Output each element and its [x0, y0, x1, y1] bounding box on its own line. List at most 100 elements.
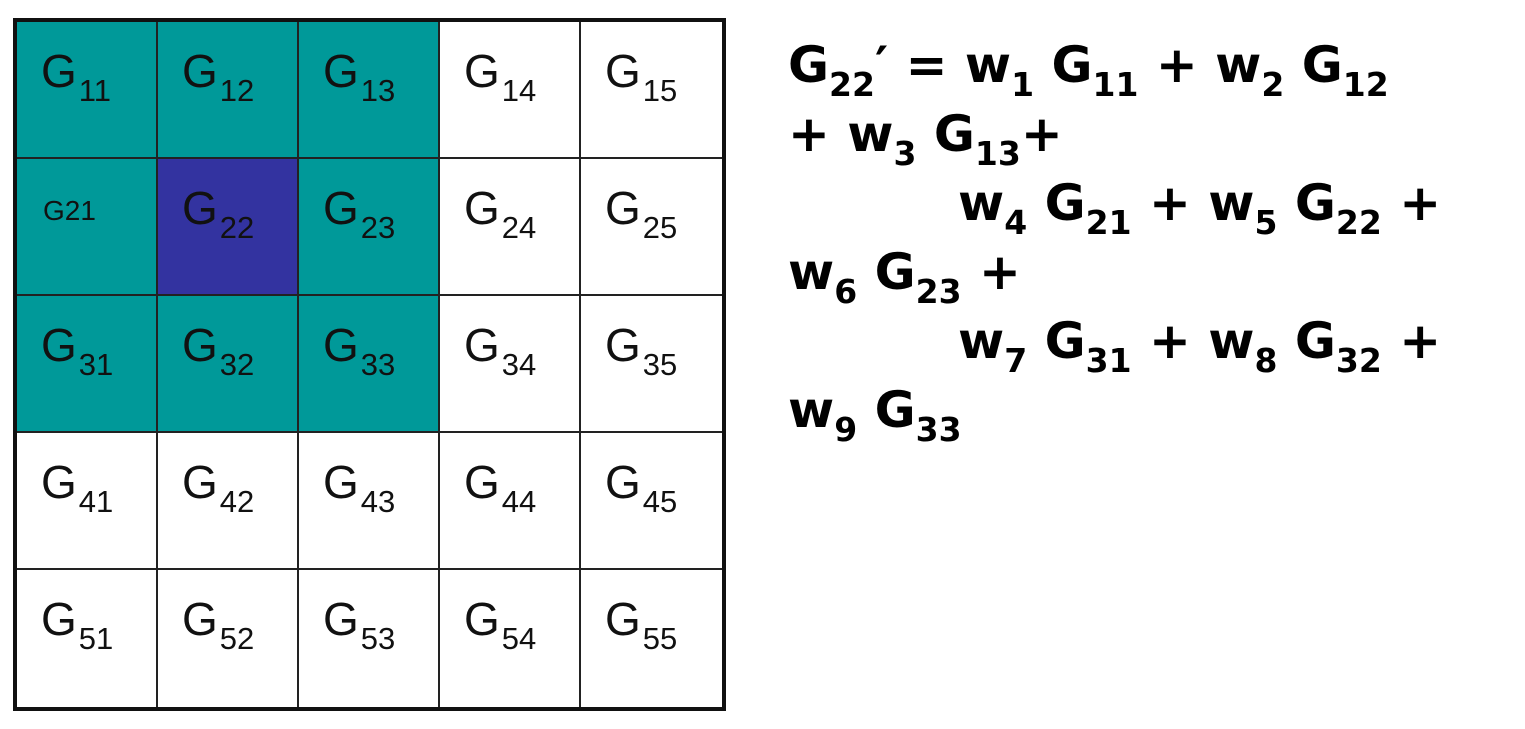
equation-subscript: 11	[1092, 65, 1139, 104]
cell-base: G	[605, 45, 641, 97]
cell-label: G42	[182, 459, 254, 517]
cell-base: G	[464, 182, 500, 234]
cell-label: G45	[605, 456, 677, 517]
cell-label: G33	[323, 319, 395, 380]
cell-subscript: 14	[501, 73, 537, 108]
cell-label: G54	[464, 593, 536, 654]
cell-base: G	[464, 319, 500, 371]
equation-text: G	[1277, 312, 1336, 370]
equation-text: G	[1027, 174, 1086, 232]
equation-subscript: 21	[1085, 203, 1132, 242]
grid-cell-r5c1: G51	[17, 570, 158, 707]
cell-label: G13	[323, 48, 395, 106]
cell-label: G22	[182, 185, 254, 243]
equation-line-5: w7 G31 + w8 G32 +	[958, 316, 1441, 377]
cell-subscript: 23	[360, 210, 396, 245]
grid-cell-r4c2: G42	[158, 433, 299, 570]
cell-base: G	[323, 319, 359, 371]
cell-subscript: 53	[360, 621, 396, 656]
equation-text: + w	[788, 105, 894, 163]
equation-subscript: 7	[1004, 341, 1028, 380]
equation-text: +	[1381, 174, 1442, 232]
equation-line-1: G22′ = w1 G11 + w2 G12	[788, 40, 1389, 101]
cell-label: G15	[605, 45, 677, 106]
grid-cell-r1c5: G15	[581, 22, 722, 159]
grid-cell-r3c2: G32	[158, 296, 299, 433]
cell-subscript: 43	[360, 484, 396, 519]
equation-line-2: + w3 G13+	[788, 109, 1063, 170]
grid-cell-r4c1: G41	[17, 433, 158, 570]
cell-subscript: 33	[360, 347, 396, 382]
equation-subscript: 31	[1085, 341, 1132, 380]
equation-text: w	[788, 381, 835, 439]
cell-label: G43	[323, 456, 395, 517]
cell-base: G	[605, 593, 641, 645]
cell-base: G	[464, 456, 500, 508]
grid-cell-r2c3: G23	[299, 159, 440, 296]
equation-subscript: 9	[834, 410, 858, 449]
grid-cell-r5c3: G53	[299, 570, 440, 707]
cell-subscript: 54	[501, 621, 537, 656]
equation-subscript: 13	[974, 134, 1021, 173]
cell-label: G34	[464, 319, 536, 380]
cell-label: G14	[464, 48, 536, 106]
cell-subscript: 52	[219, 621, 255, 656]
equation-line-3: w4 G21 + w5 G22 +	[958, 178, 1441, 239]
cell-label: G12	[182, 45, 254, 106]
grid-cell-r1c1: G11	[17, 22, 158, 159]
equation-subscript: 3	[893, 134, 917, 173]
equation-text: +	[961, 243, 1021, 301]
cell-label: G24	[464, 182, 536, 243]
cell-subscript: 22	[219, 210, 255, 245]
cell-label: G25	[605, 185, 677, 243]
grid-cell-r2c2: G22	[158, 159, 299, 296]
cell-subscript: 51	[78, 621, 114, 656]
equation-subscript: 33	[915, 410, 962, 449]
cell-label: G52	[182, 596, 254, 654]
grid-cell-r4c5: G45	[581, 433, 722, 570]
equation-line-4: w6 G23 +	[788, 247, 1021, 308]
equation-text: G	[857, 381, 916, 439]
equation-text: ′ = w	[874, 36, 1012, 94]
grid-cell-r2c4: G24	[440, 159, 581, 296]
equation-text: + w	[1138, 36, 1262, 94]
cell-base: G	[605, 456, 641, 508]
grid-cell-r4c4: G44	[440, 433, 581, 570]
cell-subscript: 31	[78, 347, 114, 382]
equation-text: G	[788, 36, 830, 94]
cell-subscript: 35	[642, 347, 678, 382]
equation-subscript: 32	[1335, 341, 1382, 380]
equation-text: + w	[1131, 312, 1255, 370]
cell-base: G	[41, 319, 77, 371]
equation-text: + w	[1131, 174, 1255, 232]
cell-base: G	[41, 593, 77, 645]
equation-subscript: 6	[834, 272, 858, 311]
cell-base: G	[41, 45, 77, 97]
cell-base: G	[182, 45, 218, 97]
equation-text: G	[857, 243, 916, 301]
grid-cell-r5c4: G54	[440, 570, 581, 707]
cell-label: G11	[41, 45, 111, 106]
grid-cell-r5c2: G52	[158, 570, 299, 707]
equation-subscript: 12	[1342, 65, 1389, 104]
equation-subscript: 1	[1011, 65, 1035, 104]
cell-label: G53	[323, 593, 395, 654]
equation-text: G	[1277, 174, 1336, 232]
cell-subscript: 24	[501, 210, 537, 245]
equation-text: G	[916, 105, 975, 163]
equation-subscript: 23	[915, 272, 962, 311]
cell-base: G	[464, 593, 500, 645]
equation-text: w	[788, 243, 835, 301]
cell-base: G	[323, 593, 359, 645]
equation-subscript: 4	[1004, 203, 1028, 242]
grid-cell-r3c3: G33	[299, 296, 440, 433]
cell-label: G32	[182, 322, 254, 380]
equation-text: G	[1027, 312, 1086, 370]
cell-subscript: 25	[642, 210, 678, 245]
cell-base: G	[323, 456, 359, 508]
grid-cell-r4c3: G43	[299, 433, 440, 570]
equation-subscript: 8	[1254, 341, 1278, 380]
grid-cell-r5c5: G55	[581, 570, 722, 707]
grid-cell-r2c5: G25	[581, 159, 722, 296]
